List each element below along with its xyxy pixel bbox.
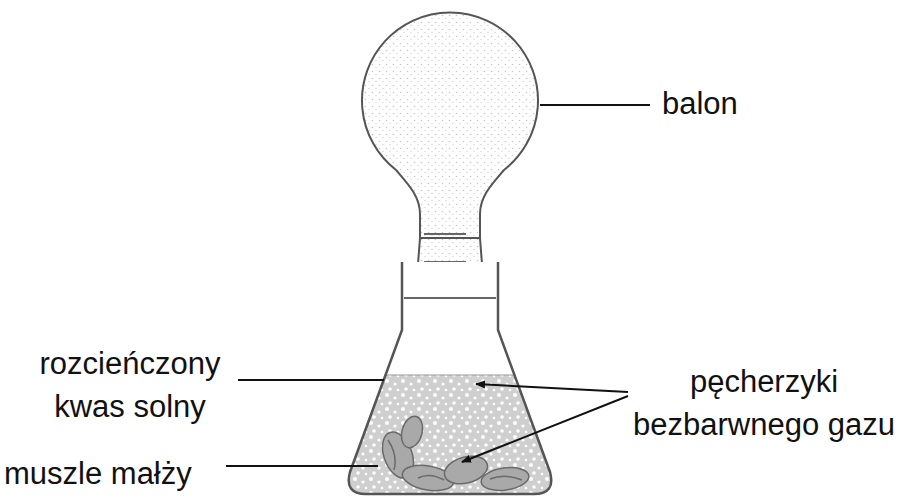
leader-line	[226, 465, 378, 467]
balloon	[362, 13, 538, 238]
neck-band	[404, 297, 496, 299]
part-label: muszle małży	[4, 453, 192, 496]
leader-line	[540, 104, 650, 106]
mussel-shells	[377, 414, 531, 494]
flask-outline	[349, 262, 552, 494]
part-label: rozcieńczony kwas solny	[12, 343, 248, 429]
leader-arrow	[476, 384, 628, 392]
part-label: pęcherzyki bezbarwnego gazu	[628, 361, 900, 447]
balloon-neck	[418, 238, 482, 264]
part-label: balon	[662, 83, 738, 126]
leader-line	[238, 379, 384, 381]
leader-arrow	[462, 396, 628, 462]
neck-band	[424, 233, 466, 235]
